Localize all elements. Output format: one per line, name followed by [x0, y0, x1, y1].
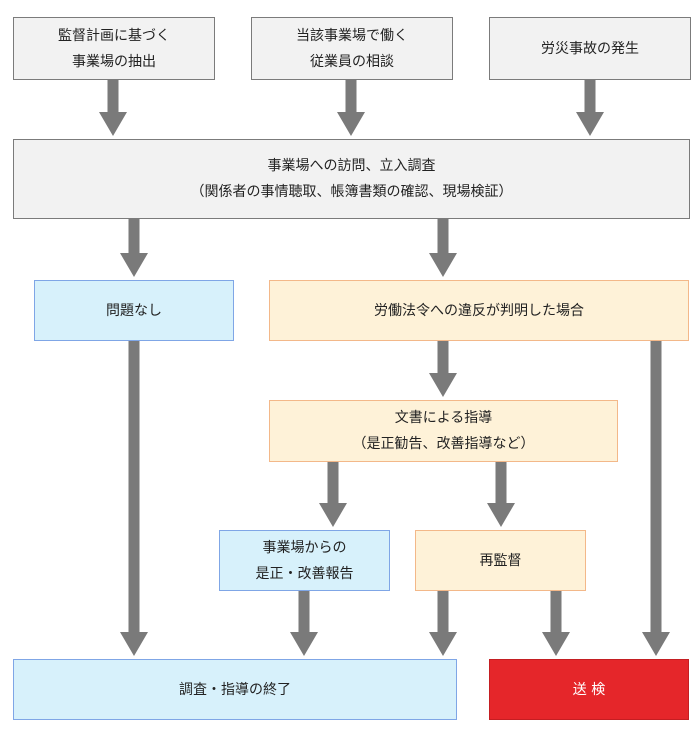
- arrow-plan-to-visit: [99, 80, 127, 136]
- node-accident: 労災事故の発生: [489, 17, 691, 80]
- node-no-problem: 問題なし: [34, 280, 234, 341]
- node-text: 労働法令への違反が判明した場合: [374, 302, 584, 319]
- arrow-accident-to-visit: [576, 80, 604, 136]
- node-guidance: 文書による指導 （是正勧告、改善指導など）: [269, 400, 618, 462]
- node-text: 問題なし: [106, 302, 162, 319]
- node-text: 調査・指導の終了: [179, 681, 291, 698]
- arrow-violation-to-prosecution: [642, 341, 670, 656]
- node-text: （関係者の事情聴取、帳簿書類の確認、現場検証）: [190, 184, 513, 200]
- node-worker-consult: 当該事業場で働く 従業員の相談: [251, 17, 453, 80]
- node-text: 送 検: [572, 681, 606, 698]
- node-text: 文書による指導: [394, 410, 493, 426]
- arrow-guidance-to-reinspect: [487, 462, 515, 527]
- node-text: 監督計画に基づく: [58, 27, 170, 44]
- arrow-consult-to-visit: [337, 80, 365, 136]
- node-text: 労災事故の発生: [541, 40, 639, 57]
- arrow-no-problem-to-end: [120, 341, 148, 656]
- node-end: 調査・指導の終了: [13, 659, 457, 720]
- node-reinspect: 再監督: [415, 530, 586, 591]
- arrow-guidance-to-report: [319, 462, 347, 527]
- node-text: 当該事業場で働く: [296, 27, 408, 44]
- node-text: 再監督: [479, 552, 522, 569]
- node-inspection-plan: 監督計画に基づく 事業場の抽出: [13, 17, 215, 80]
- node-visit: 事業場への訪問、立入調査 （関係者の事情聴取、帳簿書類の確認、現場検証）: [13, 139, 690, 219]
- arrow-report-to-end: [290, 591, 318, 656]
- node-text: 事業場からの: [262, 539, 347, 556]
- arrow-reinspect-to-prosecution: [542, 591, 570, 656]
- node-report: 事業場からの 是正・改善報告: [219, 530, 390, 591]
- node-prosecution: 送 検: [489, 659, 689, 720]
- node-text: 事業場への訪問、立入調査: [267, 158, 436, 174]
- arrow-visit-to-violation: [429, 219, 457, 277]
- arrow-reinspect-to-end: [429, 591, 457, 656]
- node-violation: 労働法令への違反が判明した場合: [269, 280, 689, 341]
- arrow-visit-to-no-problem: [120, 219, 148, 277]
- arrow-violation-to-guidance: [429, 341, 457, 397]
- node-text: 従業員の相談: [310, 53, 394, 70]
- node-text: 是正・改善報告: [255, 565, 354, 582]
- node-text: （是正勧告、改善指導など）: [352, 436, 535, 452]
- node-text: 事業場の抽出: [72, 53, 156, 70]
